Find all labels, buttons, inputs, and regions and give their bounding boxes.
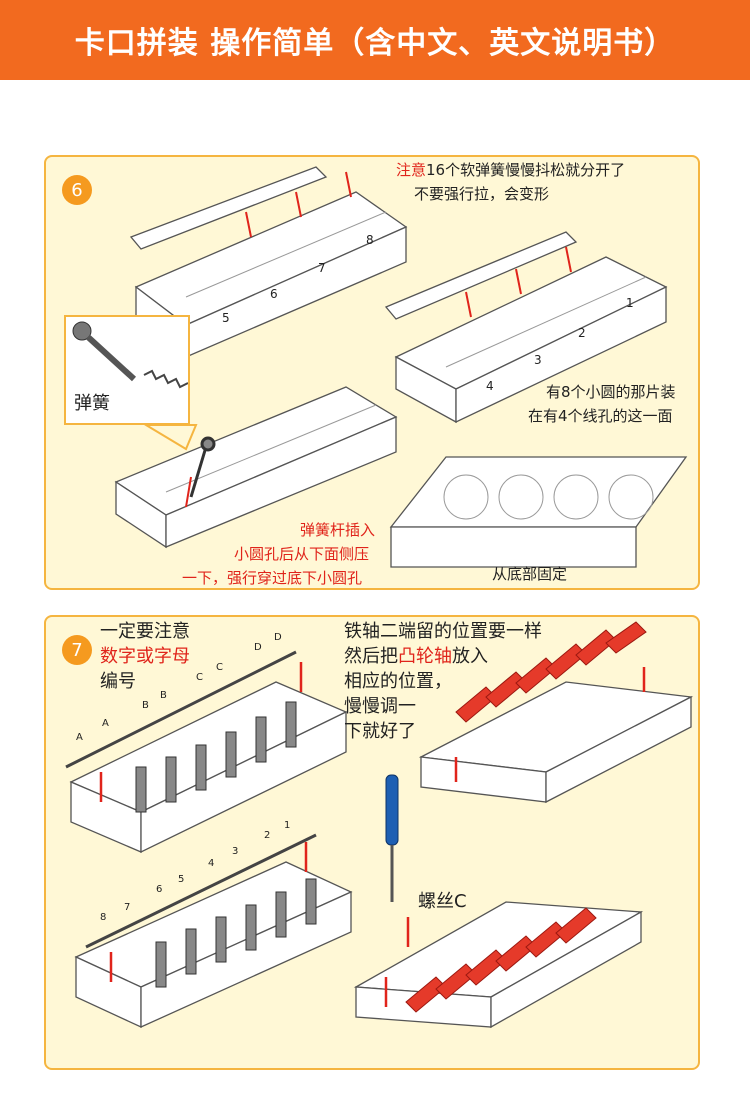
spring-note-line2: 不要强行拉，会变形 xyxy=(414,185,550,203)
axle-note-4: 慢慢调一 xyxy=(344,696,416,717)
step-7-panel: 7 一定要注意 数字或字母 编号 铁轴二端留的位置要一样 然后把凸轮轴放入 相应… xyxy=(44,615,700,1070)
axle-digit: 6 xyxy=(156,884,163,895)
axle-letter: A xyxy=(76,732,83,743)
step-6-illustration xyxy=(114,166,688,568)
slot-label: 1 xyxy=(626,296,634,310)
step-number-badge: 7 xyxy=(62,635,92,665)
axle-letter: B xyxy=(160,690,167,701)
axle-letter: D xyxy=(274,632,282,643)
axle-digit: 5 xyxy=(178,874,185,885)
axle-letter: A xyxy=(102,718,109,729)
step-number: 6 xyxy=(71,179,83,201)
axle-digit: 4 xyxy=(208,858,215,869)
spring-label: 弹簧 xyxy=(74,393,110,414)
header-banner: 卡口拼装 操作简单（含中文、英文说明书） xyxy=(0,0,750,80)
note-prefix: 注意 xyxy=(396,161,427,179)
axle-letter: B xyxy=(142,700,149,711)
axle-digit: 8 xyxy=(100,912,107,923)
slot-label: 8 xyxy=(366,233,374,247)
slot-label: 2 xyxy=(578,326,586,340)
page-title: 卡口拼装 操作简单（含中文、英文说明书） xyxy=(74,26,676,61)
axle-note-2: 然后把凸轮轴放入 xyxy=(344,644,488,669)
step-number: 7 xyxy=(71,639,83,661)
axle-note-2-post: 放入 xyxy=(452,646,488,667)
spring-note: 注意16个软弹簧慢慢抖松就分开了 xyxy=(396,159,625,181)
axle-letter: C xyxy=(196,672,203,683)
axle-digit: 1 xyxy=(284,820,291,831)
axle-note-2-pre: 然后把 xyxy=(344,646,398,667)
slot-label: 6 xyxy=(270,287,278,301)
bottom-fix-note: 从底部固定 xyxy=(492,565,568,583)
axle-letter: C xyxy=(216,662,223,673)
insert-note-1: 弹簧杆插入 xyxy=(300,521,376,539)
slot-label: 3 xyxy=(534,353,542,367)
attention-line-1: 一定要注意 xyxy=(100,621,190,642)
spring-inset: 弹簧 xyxy=(64,315,190,425)
axle-digit: 2 xyxy=(264,830,271,841)
spring-rod-icon xyxy=(72,321,189,389)
camshaft-label: 凸轮轴 xyxy=(398,646,452,667)
note-rest: 16个软弹簧慢慢抖松就分开了 xyxy=(426,161,626,179)
side-note-2: 在有4个线孔的这一面 xyxy=(528,407,673,425)
axle-digit: 7 xyxy=(124,902,131,913)
axle-note-1: 铁轴二端留的位置要一样 xyxy=(344,621,542,642)
side-note-1: 有8个小圆的那片装 xyxy=(546,383,676,401)
axle-letter: D xyxy=(254,642,262,653)
slot-label: 4 xyxy=(486,379,494,393)
step-7-illustration xyxy=(65,621,694,1029)
axle-note-3: 相应的位置， xyxy=(344,671,452,692)
screw-label: 螺丝C xyxy=(418,891,467,912)
insert-note-3: 一下，强行穿过底下小圆孔 xyxy=(182,569,363,587)
slot-label: 7 xyxy=(318,261,326,275)
axle-note-5: 下就好了 xyxy=(344,721,416,742)
slot-label: 5 xyxy=(222,311,230,325)
attention-line-3: 编号 xyxy=(100,671,136,692)
insert-note-2: 小圆孔后从下面侧压 xyxy=(234,545,370,563)
attention-line-2: 数字或字母 xyxy=(100,646,190,667)
step-number-badge: 6 xyxy=(62,175,92,205)
step-6-panel: 6 注意16个软弹簧慢慢抖松就分开了 不要强行拉，会变形 弹簧 有8个小圆的那片… xyxy=(44,155,700,590)
axle-digit: 3 xyxy=(232,846,239,857)
